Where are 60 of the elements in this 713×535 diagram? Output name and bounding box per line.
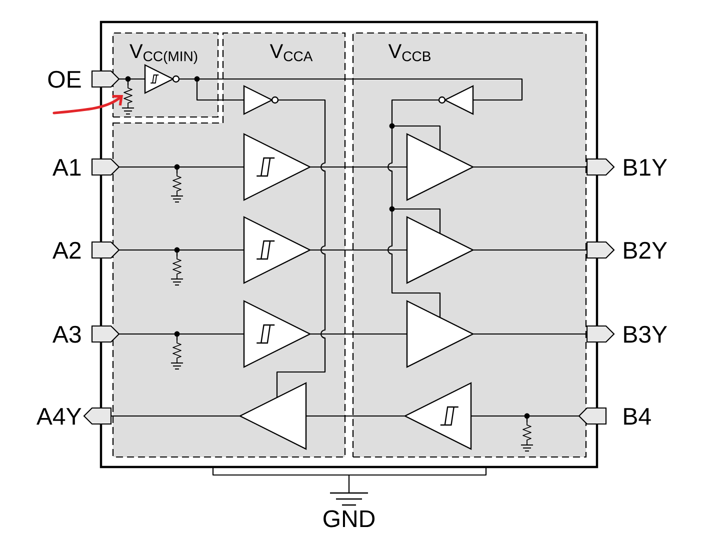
wire	[196, 81, 245, 101]
resistor-symbol	[170, 340, 184, 370]
wire	[176, 169, 178, 174]
node-label: A4Y	[36, 408, 82, 425]
wire	[472, 333, 588, 335]
pin-terminal: A4Y	[36, 407, 112, 425]
wire	[391, 99, 440, 124]
wire	[176, 252, 178, 257]
node-label: A2	[52, 242, 81, 259]
node-label: A3	[52, 326, 81, 343]
inverter-symbol	[438, 85, 474, 115]
wire	[387, 211, 441, 318]
wire	[130, 78, 146, 80]
wire	[179, 333, 245, 335]
wire	[309, 166, 408, 168]
wire	[127, 81, 129, 86]
wire	[472, 249, 588, 251]
resistor-symbol	[170, 256, 184, 286]
wire	[178, 78, 195, 80]
buffer-symbol	[238, 382, 307, 450]
wire	[394, 125, 441, 152]
wire	[199, 78, 523, 101]
node-label: A1	[52, 159, 81, 176]
arrow	[52, 95, 123, 114]
node-label: B3Y	[624, 326, 668, 343]
node-label: B4	[624, 408, 651, 425]
wire	[118, 78, 126, 80]
dashed-region: V$_{CC(MIN)}$	[112, 32, 219, 118]
buffer-symbol	[406, 300, 474, 368]
wire	[212, 466, 487, 494]
wire	[472, 166, 588, 168]
pin-terminal: B3Y	[586, 325, 668, 343]
node-label: OE	[48, 70, 81, 88]
wire	[276, 99, 326, 398]
resistor-symbol	[170, 172, 184, 202]
pin-terminal: B1Y	[586, 158, 668, 176]
wire	[118, 166, 175, 168]
wire	[526, 418, 528, 423]
wire	[387, 128, 393, 207]
wire	[118, 333, 175, 335]
resistor-symbol	[520, 422, 534, 452]
resistor-symbol	[122, 84, 134, 114]
wire	[309, 333, 408, 335]
wire	[470, 415, 525, 417]
wire	[179, 166, 245, 168]
node-label: B1Y	[624, 159, 668, 176]
wire	[309, 249, 408, 251]
wire	[110, 415, 241, 417]
wire	[394, 208, 441, 234]
buffer-symbol	[406, 216, 474, 284]
buffer-symbol	[406, 133, 474, 201]
wire	[118, 249, 175, 251]
node-label: B2Y	[624, 242, 668, 259]
chip-outline	[100, 20, 598, 468]
wire	[305, 415, 406, 417]
wire	[529, 415, 580, 417]
pin-terminal: B2Y	[586, 241, 668, 259]
inverter-symbol	[243, 85, 279, 115]
wire	[176, 336, 178, 341]
wire	[179, 249, 245, 251]
